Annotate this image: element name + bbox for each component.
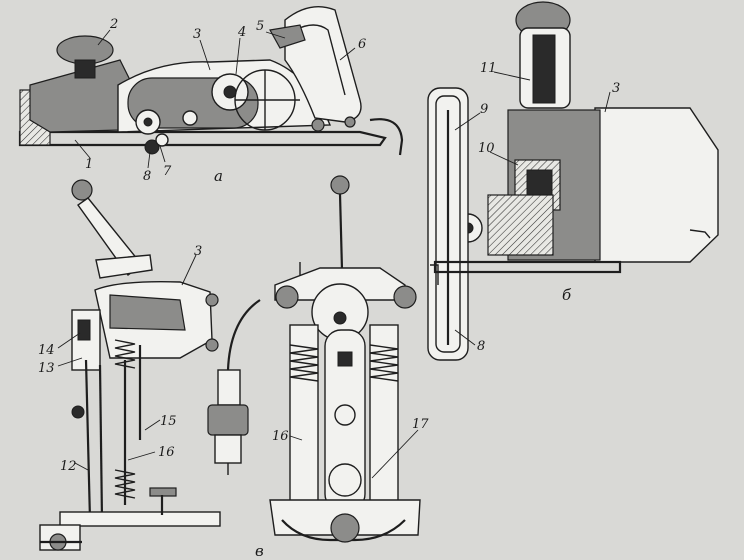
callout-b-11: 11 [480, 61, 497, 76]
callout-a-5: 5 [256, 19, 264, 34]
view-v-right-drawing [269, 175, 421, 543]
callout-b-10: 10 [478, 141, 495, 156]
callout-v-16: 16 [158, 445, 175, 460]
callout-a-7: 7 [163, 164, 172, 179]
callout-a-1: 1 [85, 157, 93, 172]
callout-b-9: 9 [480, 102, 488, 117]
callout-a-4: 4 [237, 25, 246, 40]
view-v-left-drawing [39, 179, 221, 551]
callout-a-3: 3 [193, 27, 201, 42]
view-v-leaders [57, 254, 419, 479]
callout-v-3: 3 [194, 244, 202, 259]
view-captions: а б в [214, 167, 572, 560]
view-a-leaders [74, 29, 356, 169]
caption-view-v: в [255, 542, 264, 560]
callout-b-8: 8 [477, 339, 485, 354]
view-a-drawing [18, 6, 404, 156]
callout-a-2: 2 [109, 17, 118, 32]
caption-view-a: а [214, 167, 223, 185]
callout-v-16-right: 16 [272, 429, 289, 444]
callout-a-8: 8 [143, 169, 151, 184]
view-v-middle-part [207, 299, 261, 475]
callout-v-15: 15 [160, 414, 177, 429]
callout-v-12: 12 [60, 459, 77, 474]
callout-b-3: 3 [612, 81, 620, 96]
callout-v-14: 14 [38, 343, 55, 358]
view-b-leaders [454, 71, 611, 346]
callout-a-6: 6 [358, 37, 366, 52]
callout-v-13: 13 [38, 361, 55, 376]
callout-labels: 1 2 3 4 5 6 7 8 11 3 9 10 8 3 14 13 15 1… [38, 17, 620, 474]
caption-view-b: б [562, 286, 572, 304]
view-b-drawing [427, 1, 719, 361]
callout-v-17: 17 [412, 417, 429, 432]
